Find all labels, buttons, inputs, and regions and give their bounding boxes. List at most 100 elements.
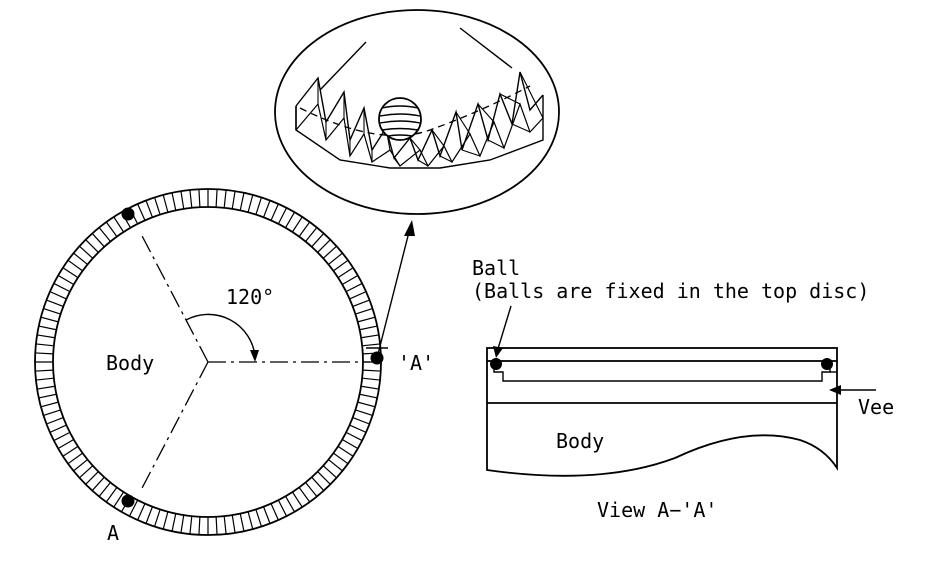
view-caption: View A−'A' bbox=[597, 498, 717, 522]
ring-tick bbox=[362, 369, 381, 372]
leader-arrowhead bbox=[404, 220, 415, 236]
ball-note: (Balls are fixed in the top disc) bbox=[472, 279, 869, 303]
view-point-label: 'A' bbox=[398, 351, 434, 375]
ring-tick bbox=[145, 200, 154, 218]
ring-tick bbox=[262, 506, 271, 524]
ring-tick bbox=[153, 509, 161, 527]
groove-tooth-edge bbox=[409, 137, 421, 151]
ring-tick bbox=[215, 516, 218, 535]
ring-tick bbox=[349, 424, 367, 433]
ring-tick bbox=[345, 431, 363, 442]
ring-tick bbox=[359, 325, 378, 331]
centerline-lower-left bbox=[139, 361, 209, 493]
ring-tick bbox=[317, 239, 331, 253]
groove-tooth-edge bbox=[477, 103, 495, 123]
leader-line-left bbox=[319, 41, 367, 91]
ring-tick bbox=[349, 291, 367, 300]
ring-tick bbox=[284, 211, 296, 229]
ring-tick bbox=[180, 514, 185, 533]
ring-tick bbox=[360, 385, 379, 390]
ring-tick bbox=[255, 197, 263, 215]
ring-tick bbox=[345, 282, 363, 293]
vee-label: Vee bbox=[858, 395, 894, 419]
ring-tick bbox=[91, 233, 105, 248]
groove-teeth bbox=[295, 71, 544, 168]
detail-ellipse bbox=[274, 9, 560, 215]
ring-tick bbox=[362, 377, 381, 381]
ring-tick bbox=[73, 459, 88, 472]
ring-tick bbox=[359, 393, 378, 399]
ring-tick bbox=[357, 316, 376, 323]
ring-tick bbox=[355, 409, 373, 417]
ring-tick bbox=[311, 233, 325, 248]
ring-tick bbox=[180, 191, 185, 210]
ring-tick bbox=[291, 491, 303, 508]
ring-tick bbox=[311, 476, 325, 491]
angle-arrowhead bbox=[250, 350, 259, 362]
ring-tick bbox=[46, 299, 64, 308]
ring-tick bbox=[333, 452, 349, 465]
groove-tooth-edge bbox=[393, 157, 401, 167]
ring-tick bbox=[341, 438, 359, 450]
ring-tick bbox=[291, 216, 303, 233]
ring-tick bbox=[333, 259, 349, 272]
ring-tick bbox=[231, 191, 236, 210]
ring-tick bbox=[277, 499, 288, 517]
ring-tick bbox=[255, 509, 263, 527]
groove-zigzag-lower bbox=[295, 102, 544, 168]
ring-tick bbox=[35, 352, 54, 355]
groove-tooth-edge bbox=[439, 155, 453, 163]
vee-leader-arrowhead bbox=[829, 385, 841, 395]
groove-tooth-edge bbox=[417, 159, 429, 167]
ring-tick bbox=[67, 259, 83, 272]
groove-outline bbox=[295, 95, 544, 169]
ring-tick bbox=[355, 307, 373, 315]
groove-zigzag bbox=[295, 71, 544, 162]
angle-arc bbox=[185, 313, 256, 357]
groove-tooth-edge bbox=[455, 111, 471, 135]
ring-tick bbox=[53, 431, 71, 442]
ring-tick bbox=[362, 343, 381, 347]
ring-tick bbox=[223, 189, 227, 208]
groove-tooth-edge bbox=[511, 123, 531, 133]
ring-tick bbox=[162, 511, 169, 530]
ring-tick bbox=[40, 401, 59, 408]
ball-marker-top bbox=[121, 207, 135, 221]
ball-marker-right bbox=[370, 351, 384, 365]
ring-tick bbox=[62, 267, 79, 279]
ring-tick bbox=[145, 506, 154, 524]
ring-tick bbox=[98, 482, 111, 497]
ring-tick bbox=[91, 476, 105, 491]
body-label: Body bbox=[106, 351, 154, 375]
ring-tick bbox=[137, 203, 146, 221]
groove-tooth-edge bbox=[519, 71, 544, 119]
ring-tick bbox=[277, 207, 288, 225]
ring-tick bbox=[98, 227, 111, 242]
detail-bubble bbox=[274, 9, 560, 215]
ring-tick bbox=[328, 252, 343, 265]
ring-tick bbox=[337, 267, 354, 279]
ring-tick bbox=[352, 416, 370, 425]
section-body-label: Body bbox=[556, 429, 604, 453]
ring-tick bbox=[317, 471, 331, 485]
angle-label: 120° bbox=[226, 285, 274, 309]
ring-tick bbox=[85, 471, 99, 485]
pitch-line bbox=[299, 85, 531, 137]
ring-tick bbox=[113, 216, 125, 233]
groove-tooth-edge bbox=[487, 139, 505, 149]
ring-tick bbox=[49, 291, 67, 300]
ball-in-groove bbox=[378, 97, 422, 141]
ring-tick bbox=[105, 221, 118, 237]
ring-tick bbox=[137, 503, 146, 521]
ring-tick bbox=[341, 274, 359, 286]
groove-tooth-edge bbox=[461, 149, 481, 157]
groove-tooth-edge bbox=[431, 129, 445, 147]
ball-leader bbox=[496, 305, 512, 353]
ring-tick bbox=[284, 495, 296, 513]
ring-tick bbox=[62, 445, 79, 457]
section-view: Ball (Balls are fixed in the top disc) V… bbox=[472, 256, 894, 522]
ring-tick bbox=[247, 194, 254, 213]
ring-tick bbox=[43, 409, 61, 417]
ring-tick bbox=[40, 316, 59, 323]
ball-marker-bottom bbox=[121, 494, 135, 508]
